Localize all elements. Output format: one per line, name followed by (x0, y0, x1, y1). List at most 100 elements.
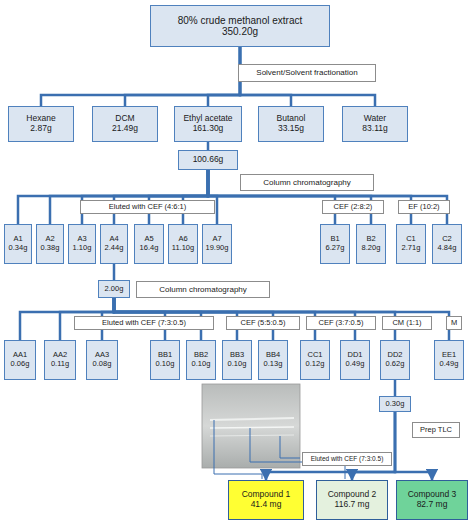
node-title: CC1 (307, 351, 322, 360)
node-value: 0.11g (51, 360, 69, 369)
fraction-box: AA20.11g (44, 340, 76, 380)
connector (394, 380, 397, 396)
node-title: CEF (5:5:0.5) (240, 319, 285, 328)
connector (18, 170, 208, 224)
fraction-box: A42.44g (100, 224, 128, 264)
fraction-box: Ethyl acetate161.30g (174, 106, 242, 142)
node-value: 116.7 mg (335, 500, 370, 510)
node-title: BB2 (194, 351, 208, 360)
node-title: Column chromatography (159, 285, 247, 294)
step-label: Column chromatography (240, 174, 374, 191)
fraction-box: A10.34g (4, 224, 32, 264)
node-value: 161.30g (193, 124, 224, 134)
node-title: CEF (2:8:2) (334, 203, 373, 212)
node-value: 0.08g (93, 360, 112, 369)
node-value: 21.49g (112, 124, 138, 134)
fraction-box: DD10.49g (340, 340, 370, 380)
fraction-box: BB20.10g (186, 340, 216, 380)
node-value: 8.20g (362, 244, 381, 253)
node-title: DCM (115, 114, 134, 124)
node-title: Compound 1 (242, 490, 291, 500)
leader-line (214, 420, 262, 479)
fraction-box: AA10.06g (4, 340, 36, 380)
connector (352, 412, 395, 480)
fraction-box: C12.71g (396, 224, 426, 264)
compound-box: Compound 2116.7 mg (316, 480, 388, 520)
node-title: B1 (330, 235, 339, 244)
node-value: 0.49g (346, 360, 365, 369)
node-title: CM (1:1) (392, 319, 421, 328)
node-title: 2.00g (105, 285, 124, 294)
node-value: 83.11g (362, 124, 387, 134)
compound-box: Compound 382.7 mg (396, 480, 468, 520)
node-title: Ethyl acetate (183, 114, 232, 124)
fraction-box: EE10.49g (434, 340, 464, 380)
fraction-box: DD20.62g (380, 340, 410, 380)
tlc-band (210, 435, 294, 436)
mass-box: 2.00g (98, 280, 130, 298)
node-title: A6 (178, 235, 187, 244)
node-value: 19.90g (206, 244, 229, 253)
fraction-box: AA30.08g (86, 340, 118, 380)
fraction-box: A719.90g (202, 224, 232, 264)
mass-box: 0.30g (379, 396, 411, 412)
node-value: 11.10g (172, 244, 194, 253)
connector (266, 412, 395, 480)
fraction-box: C24.84g (432, 224, 462, 264)
node-value: 2.87g (30, 124, 51, 134)
node-title: DD2 (387, 351, 402, 360)
node-value: 0.10g (228, 360, 247, 369)
connector (207, 142, 210, 150)
fraction-box: A516.4g (134, 224, 164, 264)
node-value: 0.12g (306, 360, 325, 369)
connector (82, 170, 208, 224)
node-title: A3 (77, 235, 86, 244)
fraction-box: A20.38g (36, 224, 64, 264)
connector (125, 47, 240, 106)
node-title: Hexane (26, 114, 55, 124)
step-label: Prep TLC (412, 422, 460, 438)
fraction-box: B28.20g (356, 224, 386, 264)
compound-box: Compound 141.4 mg (228, 480, 304, 520)
step-label: Solvent/Solvent fractionation (238, 64, 376, 82)
fraction-box: Butanol33.15g (258, 106, 324, 142)
eluent-label: CM (1:1) (382, 316, 432, 330)
eluent-label: M (446, 316, 462, 330)
fraction-box: Water83.11g (342, 106, 408, 142)
fraction-box: A611.10g (168, 224, 198, 264)
eluent-label: CEF (3:7:0.5) (306, 316, 376, 330)
node-value: 82.7 mg (417, 500, 448, 510)
connector (114, 170, 208, 224)
node-title: B2 (366, 235, 375, 244)
leader-line (280, 436, 300, 458)
node-title: Compound 2 (328, 490, 377, 500)
node-value: 0.10g (156, 360, 175, 369)
node-title: 100.66g (193, 155, 224, 165)
node-title: A4 (109, 235, 118, 244)
node-title: BB4 (266, 351, 280, 360)
node-title: AA2 (53, 351, 67, 360)
tlc-photo (202, 384, 300, 468)
eluent-label: EF (10:2) (398, 200, 450, 214)
node-title: Eluted with CEF (4:6:1) (109, 203, 187, 212)
node-value: 2.44g (105, 244, 124, 253)
node-value: 0.13g (264, 360, 283, 369)
node-value: 0.49g (440, 360, 459, 369)
fraction-box: B16.27g (320, 224, 350, 264)
connector (149, 170, 208, 224)
node-title: AA1 (13, 351, 27, 360)
eluent-label: Eluted with CEF (4:6:1) (80, 200, 215, 214)
eluent-label: CEF (5:5:0.5) (226, 316, 300, 330)
node-value: 33.15g (278, 124, 304, 134)
node-title: A7 (212, 235, 221, 244)
node-value: 16.4g (140, 244, 159, 253)
node-title: M (451, 319, 457, 328)
node-title: BB1 (158, 351, 172, 360)
fraction-box: BB30.10g (222, 340, 252, 380)
connector (183, 170, 208, 224)
node-title: Water (364, 114, 386, 124)
node-title: DD1 (347, 351, 362, 360)
fraction-box: BB10.10g (150, 340, 180, 380)
node-title: Compound 3 (408, 490, 457, 500)
